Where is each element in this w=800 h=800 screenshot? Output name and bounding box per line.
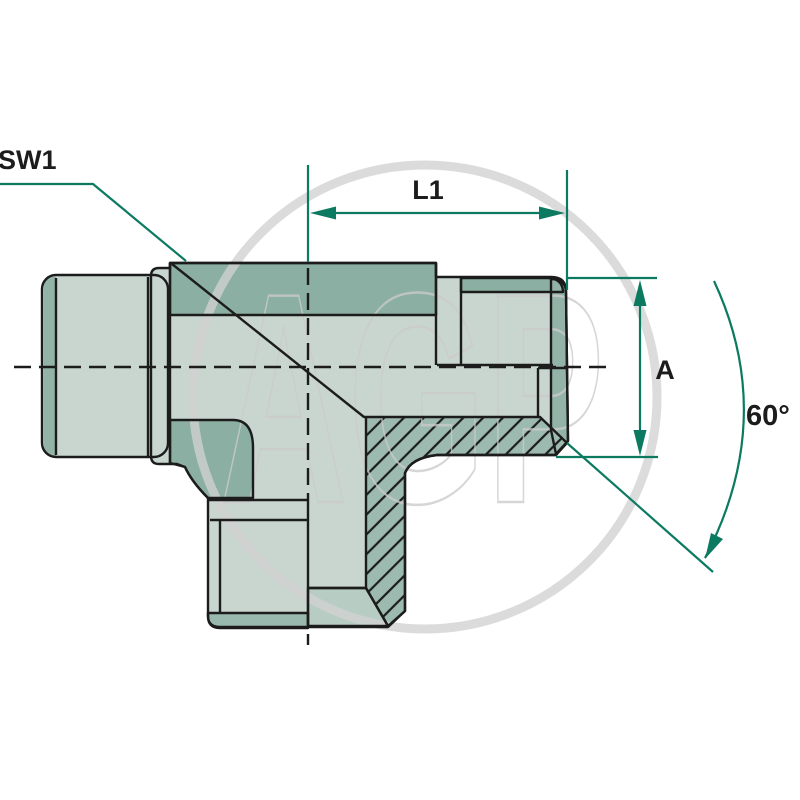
edge-lines: [54, 263, 566, 612]
label-cone-angle: 60°: [746, 400, 790, 432]
cone-angle-leader: [566, 442, 714, 573]
watermark: AGP: [188, 160, 662, 634]
dimension-annotations: [0, 165, 745, 573]
sw1-leader-line: [0, 182, 187, 262]
watermark-ring: [188, 160, 662, 634]
angle-arc-arrowhead: [705, 533, 723, 559]
a-arrowhead-bottom: [633, 430, 647, 456]
label-length-l1: L1: [412, 175, 444, 205]
watermark-text: AGP: [220, 230, 605, 566]
a-arrowhead-top: [633, 280, 647, 306]
label-wrench-size: SW1: [0, 145, 57, 175]
hex-corner-diagonal: [171, 263, 365, 418]
bottom-stud-cap: [208, 613, 308, 628]
l1-arrowhead-right: [539, 206, 565, 220]
angle-arc: [704, 280, 745, 559]
centerlines: [14, 268, 612, 650]
l1-arrowhead-left: [310, 206, 336, 220]
fitting-outlines: [14, 261, 612, 650]
label-thread-a: A: [655, 355, 675, 385]
